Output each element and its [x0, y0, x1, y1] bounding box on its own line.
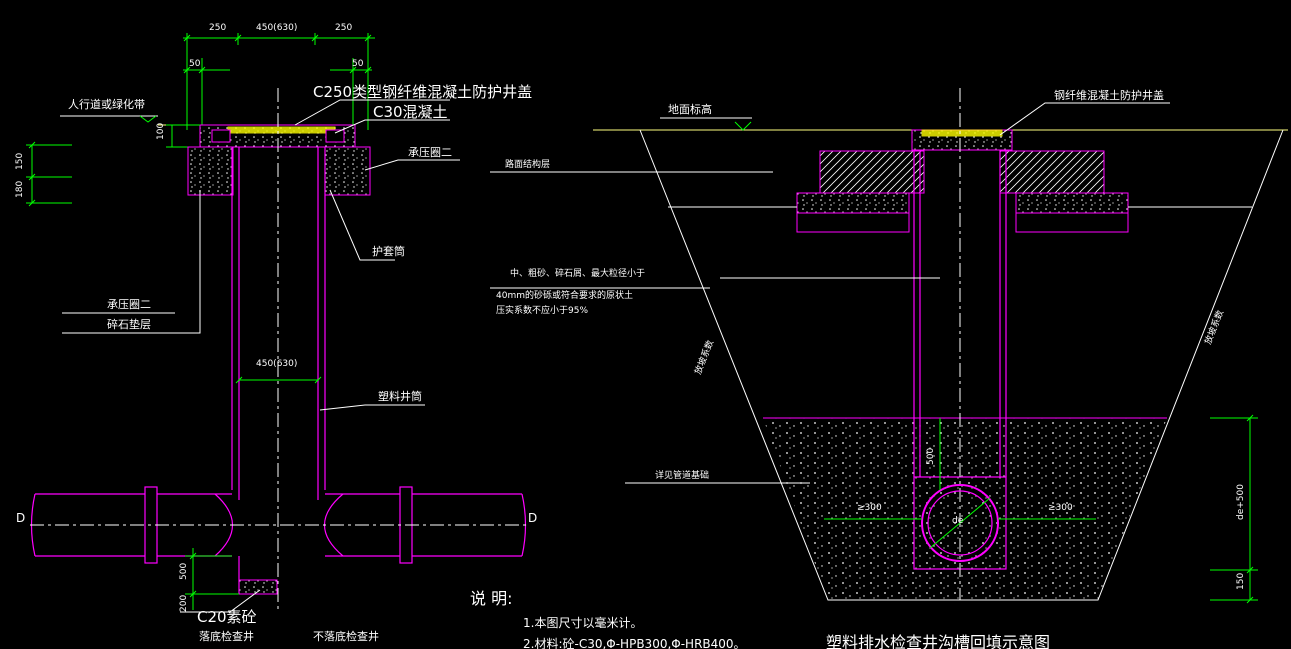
label-d-left: D: [16, 511, 25, 525]
label-cover: C250类型钢纤维混凝土防护井盖: [313, 83, 532, 101]
dim-top-right: 250: [335, 23, 352, 33]
label-ring-left: 承压圈二: [107, 298, 151, 311]
label-sidewalk: 人行道或绿化带: [68, 97, 145, 111]
dim-sub-left: 50: [189, 59, 201, 69]
label-type-right: 不落底检查井: [313, 629, 379, 643]
label-ring-top: 承压圈二: [408, 146, 452, 159]
dim-300-right: ≥300: [1048, 503, 1073, 513]
backfill-zone: [763, 418, 1167, 600]
note-1: 1.本图尺寸以毫米计。: [523, 615, 642, 630]
dim-top-left: 250: [209, 23, 226, 33]
side-dims: [26, 141, 72, 207]
dim-300-left: ≥300: [857, 503, 882, 513]
label-ground: 地面标高: [668, 102, 712, 116]
dim-200-bottom: 200: [179, 595, 189, 612]
label-cover-right: 钢纤维混凝土防护井盖: [1054, 88, 1164, 102]
leaders-left: [62, 99, 460, 613]
label-fill-3: 压实系数不应小于95%: [496, 304, 588, 316]
dim-500-bottom: 500: [179, 563, 189, 580]
notes-title: 说 明:: [470, 589, 512, 608]
right-dims: [824, 414, 1258, 604]
leaders-right: [490, 102, 1252, 484]
dim-inner-diam: 450(630): [256, 359, 297, 369]
road-structure: [796, 129, 1129, 233]
label-slope-left: 放坡系数: [692, 338, 717, 376]
dim-de500: de+500: [1236, 484, 1246, 520]
label-de: de: [952, 516, 964, 526]
drawing-title-right: 塑料排水检查井沟槽回填示意图: [826, 633, 1050, 649]
label-fill-1: 中、粗砂、碎石屑、最大粒径小于: [510, 267, 645, 279]
dim-180: 180: [15, 181, 25, 198]
label-road: 路面结构层: [505, 158, 550, 170]
dim-150: 150: [15, 153, 25, 170]
bottom-dims: [185, 548, 239, 610]
ground-line-left: [60, 115, 200, 126]
dim-500-right: 500: [926, 448, 936, 465]
note-2: 2.材料:砼-C30,Φ-HPB300,Φ-HRB400。: [523, 637, 746, 649]
label-fill-2: 40mm的砂砾或符合要求的原状土: [496, 289, 633, 301]
label-c20: C20素砼: [197, 608, 257, 626]
inner-diam-dim: [235, 376, 322, 384]
right-section: 地面标高: [490, 88, 1288, 649]
label-pipe: 塑料井筒: [378, 389, 422, 403]
top-dimensions: [183, 33, 375, 130]
bearing-ring-right: [324, 146, 371, 196]
bearing-ring-left: [187, 146, 234, 196]
dim-150-right: 150: [1236, 573, 1246, 590]
label-c30: C30混凝土: [373, 103, 448, 121]
dim-sub-right: 50: [352, 59, 364, 69]
left-section: 250 450(630) 250 50 50 人行道或绿化带 100: [15, 23, 537, 643]
label-sleeve: 护套筒: [372, 244, 405, 258]
label-gravel: 碎石垫层: [107, 317, 151, 331]
label-base: 详见管道基础: [655, 469, 709, 481]
label-type-left: 落底检查井: [199, 629, 254, 643]
notes: 说 明: 1.本图尺寸以毫米计。 2.材料:砼-C30,Φ-HPB300,Φ-H…: [470, 589, 746, 649]
dim-cover-h: 100: [156, 123, 166, 140]
cover-height-dim: [166, 124, 200, 148]
dim-top-center: 450(630): [256, 23, 297, 33]
label-d-right: D: [528, 511, 537, 525]
pipe-section: [921, 484, 999, 562]
shaft-left: [231, 147, 326, 500]
